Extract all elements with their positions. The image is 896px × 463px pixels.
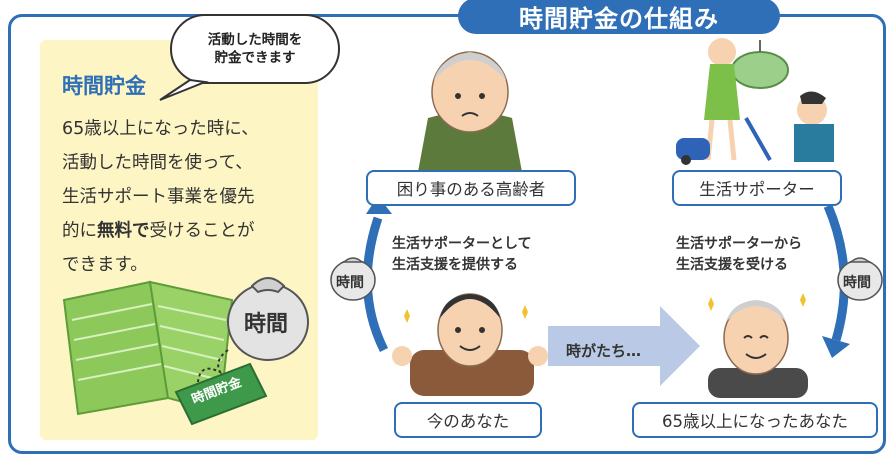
current-you-illustration (392, 293, 548, 396)
diagram-title: 時間貯金の仕組み (458, 0, 780, 34)
panel-line-text: 受けることが (149, 221, 255, 241)
speech-bubble: 活動した時間を 貯金できます (170, 14, 340, 84)
panel-line: 65歳以上になった時に、 (62, 119, 259, 139)
bubble-line: 活動した時間を (207, 32, 303, 48)
money-bag-label: 時間 (244, 312, 289, 337)
panel-line: 的に無料で受けることが (62, 214, 300, 248)
bubble-line: 貯金できます (214, 50, 296, 66)
panel-line-text: 的に (62, 221, 97, 241)
node-elderly: 困り事のある高齢者 (366, 170, 576, 206)
panel-description: 65歳以上になった時に、 活動した時間を使って、 生活サポート事業を優先 的に無… (62, 112, 300, 282)
caption-line: 生活サポーターから (676, 236, 802, 252)
right-arrow-head (822, 336, 850, 358)
money-bag-icon (227, 277, 309, 361)
small-bag-label: 時間 (336, 275, 364, 291)
caption-line: 生活支援を受ける (676, 257, 788, 273)
time-passes-arrow (548, 306, 700, 386)
caption-line: 生活サポーターとして (392, 236, 532, 252)
bubble-tail (159, 78, 209, 101)
right-caption: 生活サポーターから 生活支援を受ける (676, 234, 802, 276)
supporters-illustration (676, 38, 834, 165)
passbook-illustration (62, 280, 268, 426)
small-bag-label: 時間 (843, 275, 871, 291)
caption-line: 生活支援を提供する (392, 257, 518, 273)
future-you-illustration (708, 293, 808, 398)
panel-title: 時間貯金 (62, 74, 146, 98)
dotted-connector (197, 349, 229, 383)
node-supporter: 生活サポーター (672, 170, 842, 206)
elderly-person-illustration (418, 51, 522, 172)
small-money-bag-icon (837, 257, 883, 301)
time-passes-label: 時がたち… (566, 342, 642, 360)
node-you-now: 今のあなた (394, 402, 542, 438)
node-you-future: 65歳以上になったあなた (632, 402, 878, 438)
panel-line: できます。 (62, 255, 148, 275)
panel-line: 生活サポート事業を優先 (62, 187, 255, 207)
left-caption: 生活サポーターとして 生活支援を提供する (392, 234, 532, 276)
small-money-bag-icon (330, 257, 376, 301)
panel-emphasis: 無料で (97, 221, 150, 241)
panel-line: 活動した時間を使って、 (62, 153, 253, 173)
diagram-frame (8, 14, 886, 454)
